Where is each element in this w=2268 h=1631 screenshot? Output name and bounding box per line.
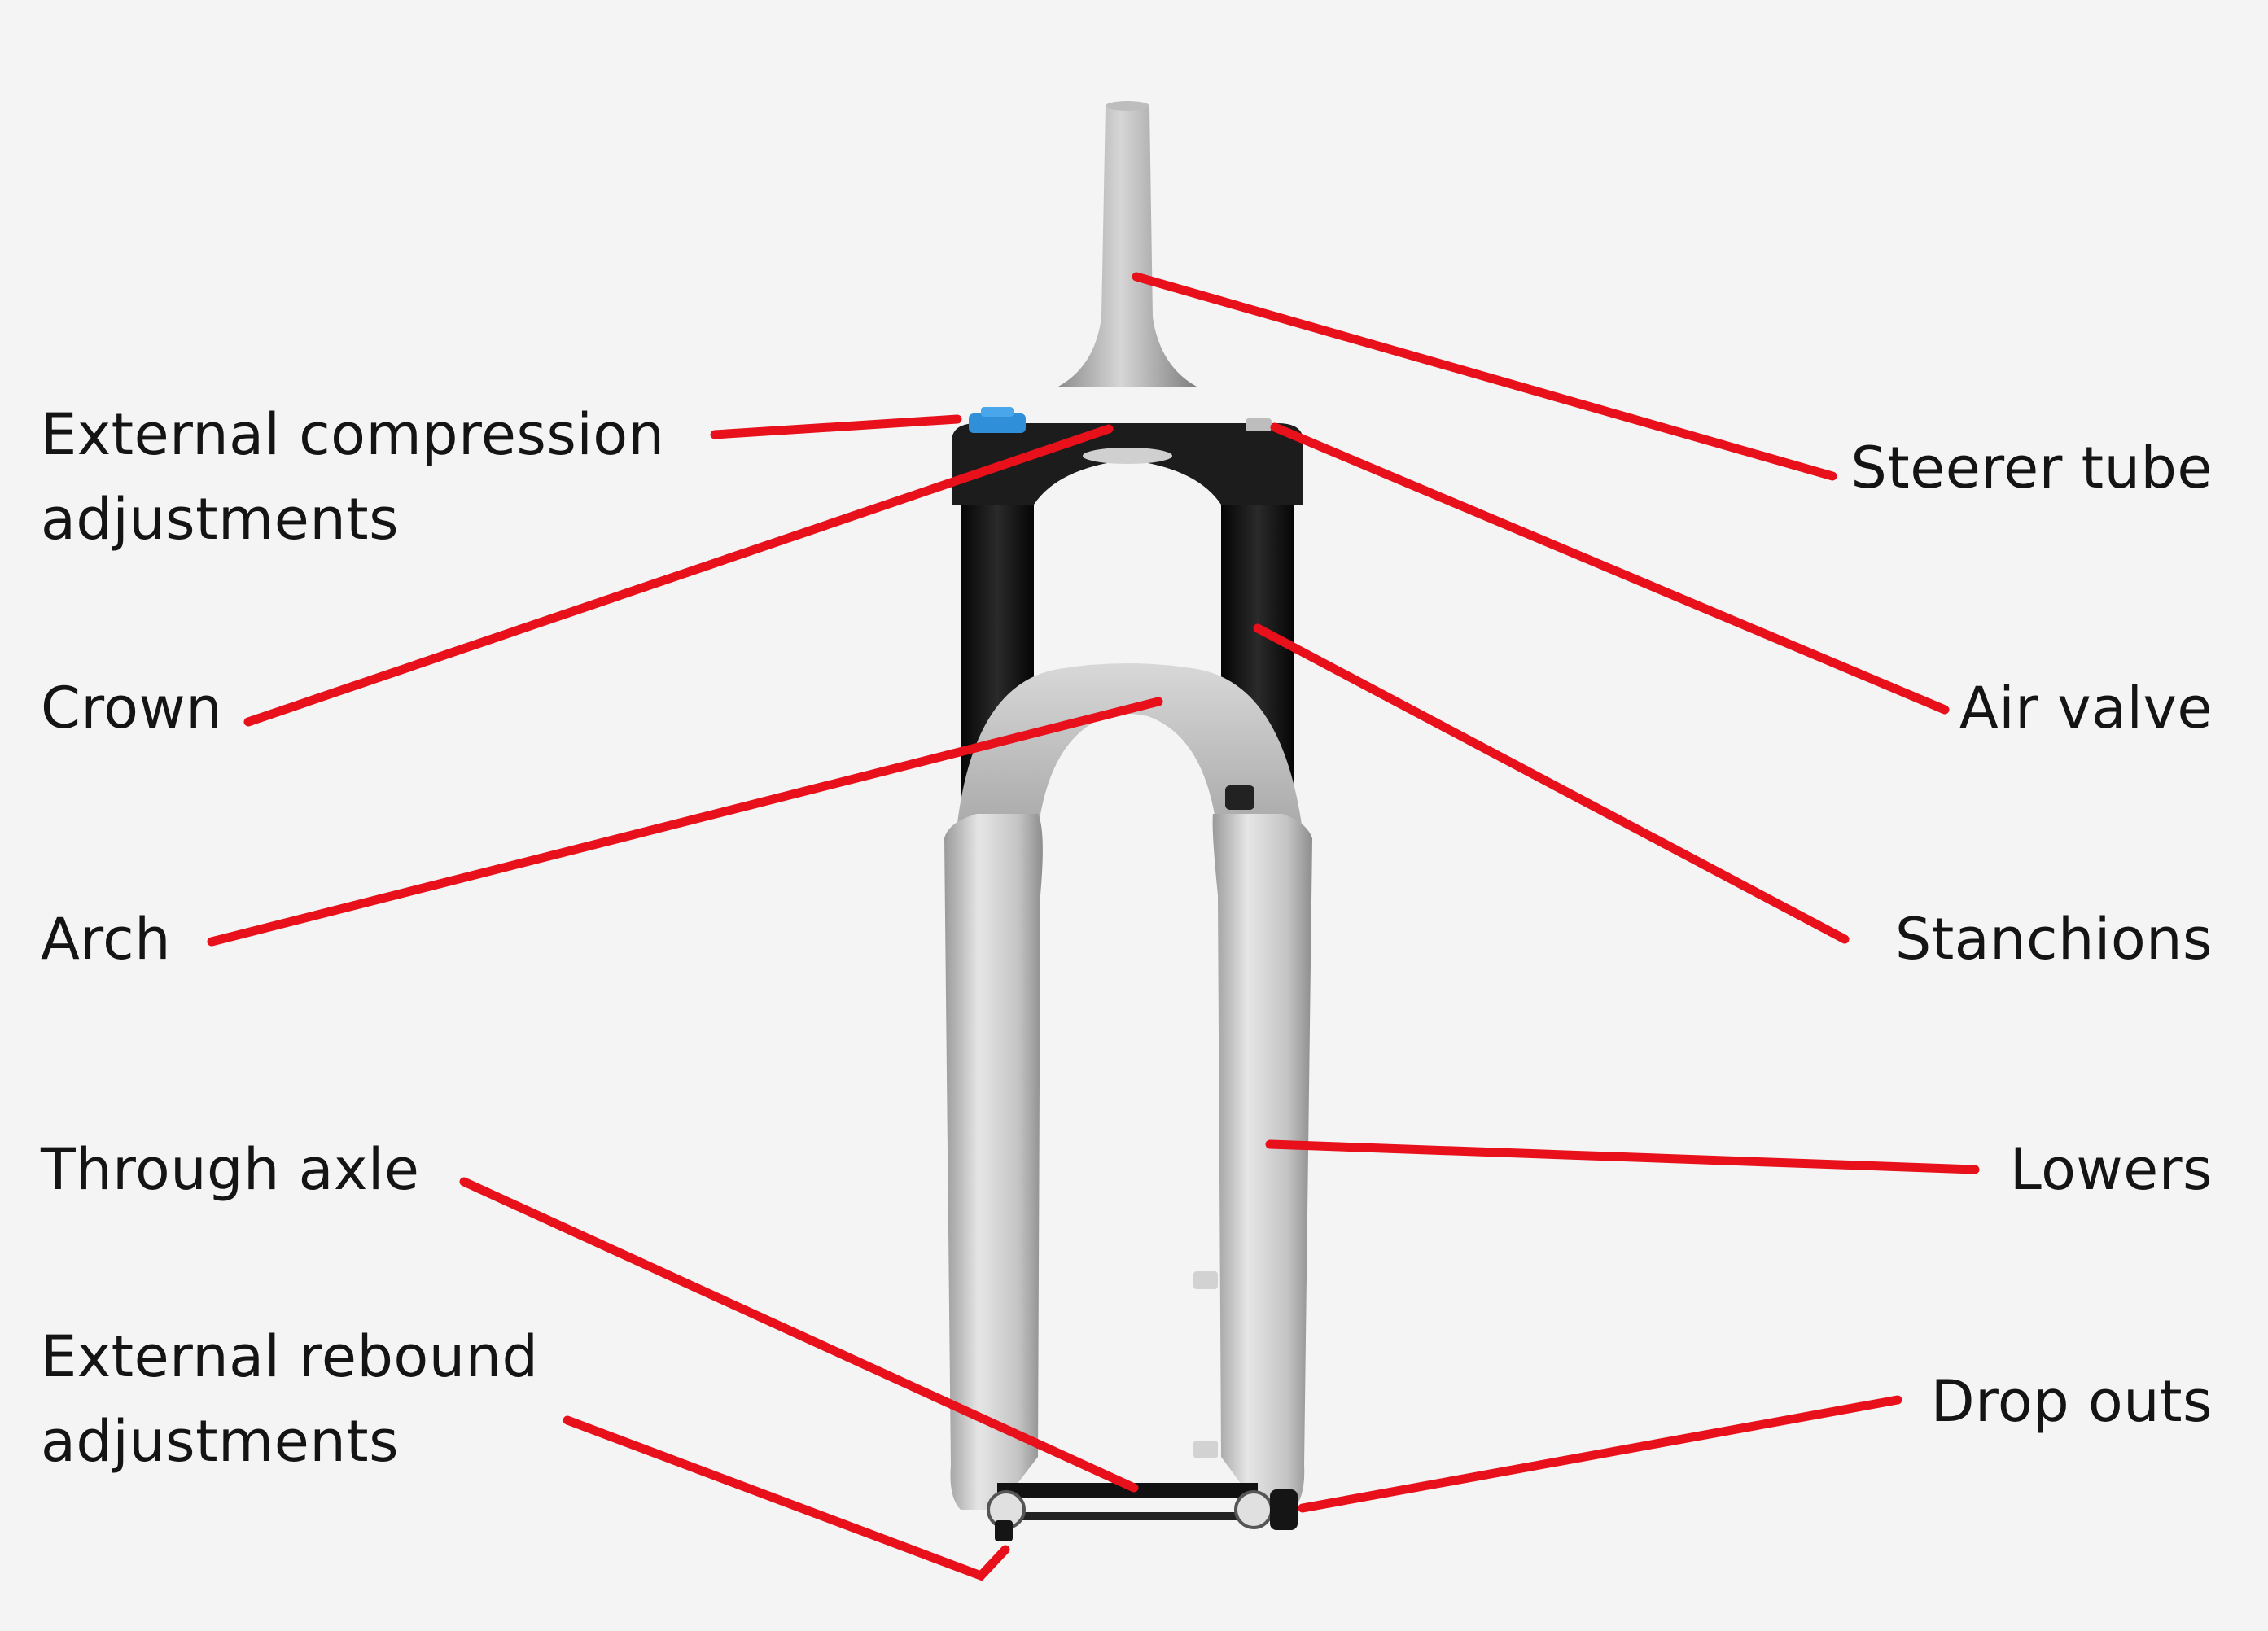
label-lowers: Lowers <box>2009 1136 2213 1203</box>
label-air-valve: Air valve <box>1959 675 2213 741</box>
leader-line-crown <box>243 424 1114 727</box>
label-crown: Crown <box>41 675 223 741</box>
leader-line-compression <box>710 414 962 439</box>
left-lower-shape <box>944 814 1043 1510</box>
lever-detail <box>1225 785 1254 810</box>
right-lower-shape <box>1212 814 1312 1510</box>
crown-top-detail <box>1083 448 1172 464</box>
label-stanchions: Stanchions <box>1894 906 2213 973</box>
brake-mount-upper <box>1193 1271 1218 1289</box>
label-line: adjustments <box>41 486 400 553</box>
label-steerer-tube: Steerer tube <box>1850 435 2213 501</box>
brake-mount-lower <box>1193 1441 1218 1458</box>
arch-shape <box>957 663 1303 830</box>
through-axle-shape <box>987 1483 1298 1541</box>
label-line: adjustments <box>41 1408 400 1475</box>
leader-line-lowers <box>1265 1139 1980 1174</box>
label-external-compression-adjustments: External compression adjustments <box>41 392 665 562</box>
label-line: External compression <box>41 401 665 468</box>
leader-line-through-axle <box>459 1177 1139 1493</box>
label-arch: Arch <box>41 906 171 973</box>
leader-line-stanchions <box>1253 623 1850 944</box>
crown-shape <box>952 423 1303 505</box>
air-valve-cap-shape <box>1246 418 1272 431</box>
label-line: External rebound <box>41 1323 539 1390</box>
leader-line-steerer-tube <box>1132 272 1837 481</box>
compression-knob-shape <box>969 407 1026 433</box>
label-drop-outs: Drop outs <box>1930 1368 2213 1435</box>
leader-line-arch <box>207 697 1163 947</box>
label-through-axle: Through axle <box>41 1136 420 1203</box>
leader-line-rebound <box>563 1415 1010 1581</box>
steerer-tube-shape <box>1058 101 1197 387</box>
leader-line-air-valve <box>1270 422 1950 715</box>
leader-line-drop-outs <box>1298 1395 1902 1513</box>
label-external-rebound-adjustments: External rebound adjustments <box>41 1314 538 1484</box>
